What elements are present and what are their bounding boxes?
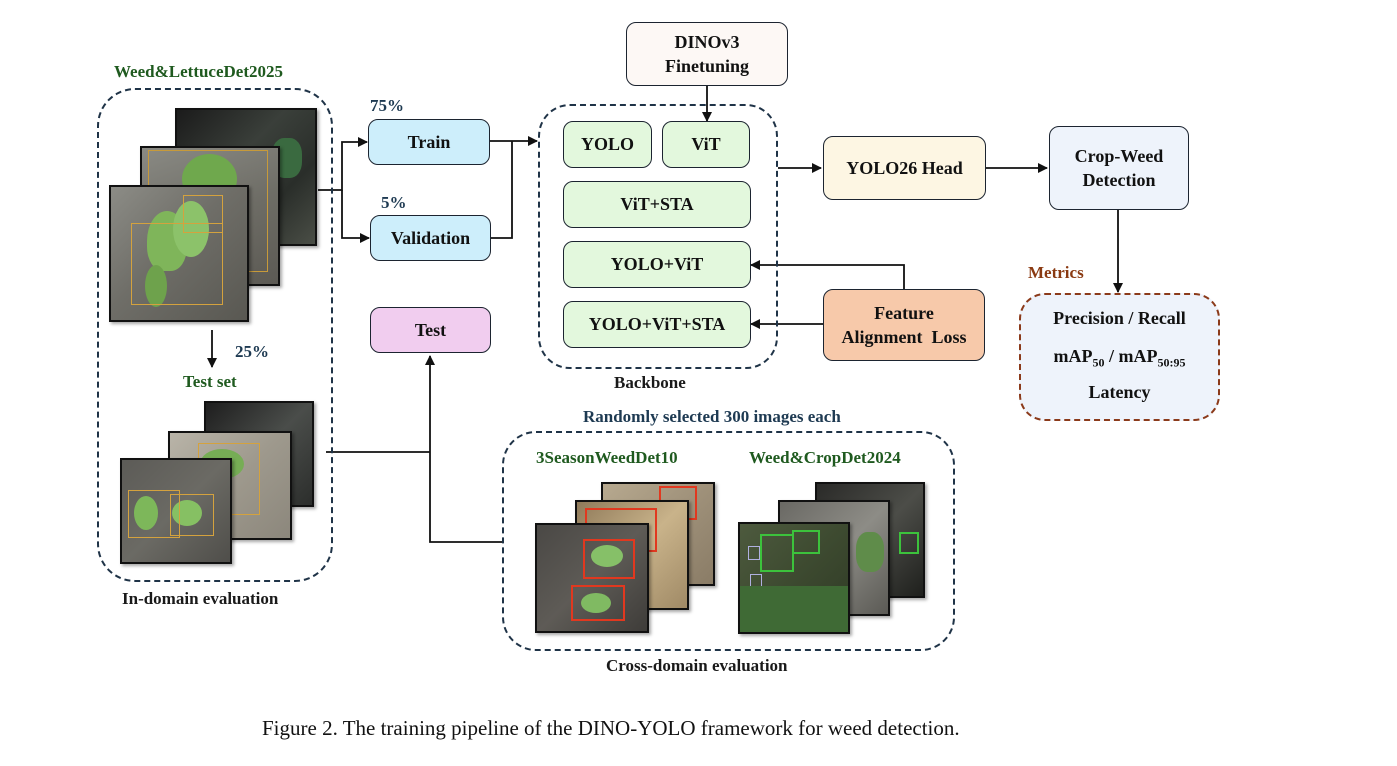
pct-test-label: 25% (235, 342, 269, 361)
train-dataset-title: Weed&LettuceDet2025 (114, 62, 284, 81)
cross-domain-label: Cross-domain evaluation (606, 656, 788, 675)
crop-weed-detection-box: Crop-Weed Detection (1049, 126, 1189, 210)
test-set-label: Test set (183, 372, 237, 391)
dino-box-line1: DINOv3 (674, 31, 740, 52)
validation-box: Validation (370, 215, 491, 261)
loss-box-line2: Alignment Loss (841, 327, 967, 347)
in-domain-label: In-domain evaluation (122, 589, 279, 608)
split-arrow-train (318, 137, 368, 191)
metric-map-mid: / mAP (1104, 346, 1158, 366)
loss-to-yolovit-arrow (750, 260, 905, 289)
metric-map-prefix: mAP (1053, 346, 1093, 366)
crop-image-front (738, 522, 850, 634)
dino-finetuning-box: DINOv3 Finetuning (626, 22, 788, 86)
metric-map-sub2: 50:95 (1157, 355, 1186, 370)
crop-dataset-label: Weed&CropDet2024 (749, 448, 901, 467)
metric-latency: Latency (1088, 382, 1151, 402)
vit-box: ViT (662, 121, 750, 168)
test-image-front (120, 458, 232, 564)
train-box: Train (368, 119, 490, 165)
season-image-front (535, 523, 649, 633)
figure-caption: Figure 2. The training pipeline of the D… (262, 716, 960, 740)
split-arrow-val (341, 190, 370, 243)
yolo26-head-box: YOLO26 Head (823, 136, 986, 200)
detection-box-line1: Crop-Weed (1074, 145, 1164, 166)
metrics-box: Precision / Recall mAP50 / mAP50:95 Late… (1019, 293, 1220, 421)
dino-box-line2: Finetuning (664, 56, 750, 76)
loss-box-line1: Feature (874, 302, 934, 323)
pct-train-label: 75% (370, 96, 404, 115)
vit-sta-box: ViT+STA (563, 181, 751, 228)
cross-to-test-line (429, 452, 502, 543)
yolo-box: YOLO (563, 121, 652, 168)
yolo-vit-sta-box: YOLO+ViT+STA (563, 301, 751, 348)
cross-domain-group (502, 431, 955, 651)
pct-val-label: 5% (381, 193, 407, 212)
backbone-label: Backbone (614, 373, 686, 392)
metrics-label: Metrics (1028, 263, 1084, 282)
feature-alignment-loss-box: Feature Alignment Loss (823, 289, 985, 361)
metric-map: mAP50 / mAP50:95 (1021, 346, 1218, 371)
random-selection-note: Randomly selected 300 images each (583, 407, 841, 426)
metric-precision-recall: Precision / Recall (1053, 308, 1186, 328)
yolo-vit-box: YOLO+ViT (563, 241, 751, 288)
val-to-backbone-line (491, 141, 513, 239)
backbone-group (538, 104, 778, 369)
metric-map-sub1: 50 (1092, 355, 1105, 370)
in-domain-group (97, 88, 333, 582)
train-image-front (109, 185, 249, 322)
test-box: Test (370, 307, 491, 353)
season-dataset-label: 3SeasonWeedDet10 (536, 448, 678, 467)
detection-box-line2: Detection (1082, 170, 1156, 190)
